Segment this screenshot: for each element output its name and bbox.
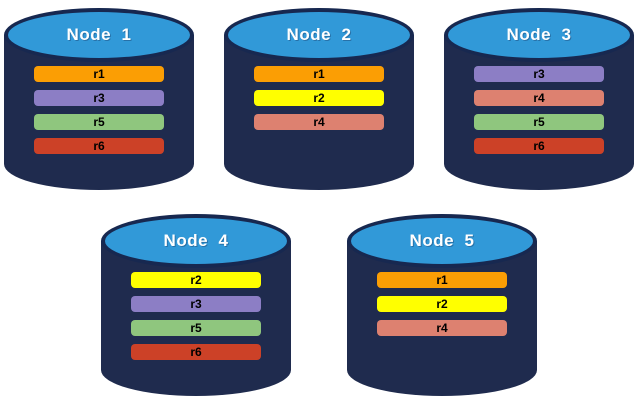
node-2-cylinder-top: Node 2: [224, 8, 414, 62]
replica-bar-r6: r6: [131, 344, 261, 360]
node-3-cylinder-top: Node 3: [444, 8, 634, 62]
replica-bar-r6: r6: [474, 138, 604, 154]
node-1: Node 1 r1 r3 r5 r6: [4, 8, 194, 190]
replica-bar-r6: r6: [34, 138, 164, 154]
node-1-title: Node 1: [66, 25, 132, 44]
node-1-replica-list: r1 r3 r5 r6: [34, 66, 164, 154]
node-5-cylinder-top: Node 5: [347, 214, 537, 268]
replica-bar-r3: r3: [131, 296, 261, 312]
node-1-cylinder-top: Node 1: [4, 8, 194, 62]
replica-bar-r2: r2: [254, 90, 384, 106]
node-2: Node 2 r1 r2 r4: [224, 8, 414, 190]
node-5-replica-list: r1 r2 r4: [377, 272, 507, 336]
replica-bar-r5: r5: [34, 114, 164, 130]
node-4-title: Node 4: [163, 231, 229, 250]
node-3: Node 3 r3 r4 r5 r6: [444, 8, 634, 190]
replica-bar-r4: r4: [254, 114, 384, 130]
node-3-title: Node 3: [506, 25, 572, 44]
node-2-title: Node 2: [286, 25, 352, 44]
node-2-replica-list: r1 r2 r4: [254, 66, 384, 130]
replica-bar-r2: r2: [377, 296, 507, 312]
node-4-cylinder-top: Node 4: [101, 214, 291, 268]
replica-bar-r3: r3: [34, 90, 164, 106]
replica-bar-r4: r4: [474, 90, 604, 106]
node-5-title: Node 5: [409, 231, 475, 250]
node-3-replica-list: r3 r4 r5 r6: [474, 66, 604, 154]
node-4: Node 4 r2 r3 r5 r6: [101, 214, 291, 396]
node-row-bottom: Node 4 r2 r3 r5 r6 Node 5 r1 r2 r4: [0, 214, 638, 396]
node-row-top: Node 1 r1 r3 r5 r6 Node 2 r1 r2 r4: [0, 8, 638, 190]
replica-bar-r1: r1: [377, 272, 507, 288]
replica-bar-r5: r5: [131, 320, 261, 336]
replica-bar-r2: r2: [131, 272, 261, 288]
replica-bar-r5: r5: [474, 114, 604, 130]
replica-bar-r1: r1: [34, 66, 164, 82]
replica-bar-r1: r1: [254, 66, 384, 82]
node-4-replica-list: r2 r3 r5 r6: [131, 272, 261, 360]
replica-bar-r4: r4: [377, 320, 507, 336]
node-5: Node 5 r1 r2 r4: [347, 214, 537, 396]
replica-bar-r3: r3: [474, 66, 604, 82]
